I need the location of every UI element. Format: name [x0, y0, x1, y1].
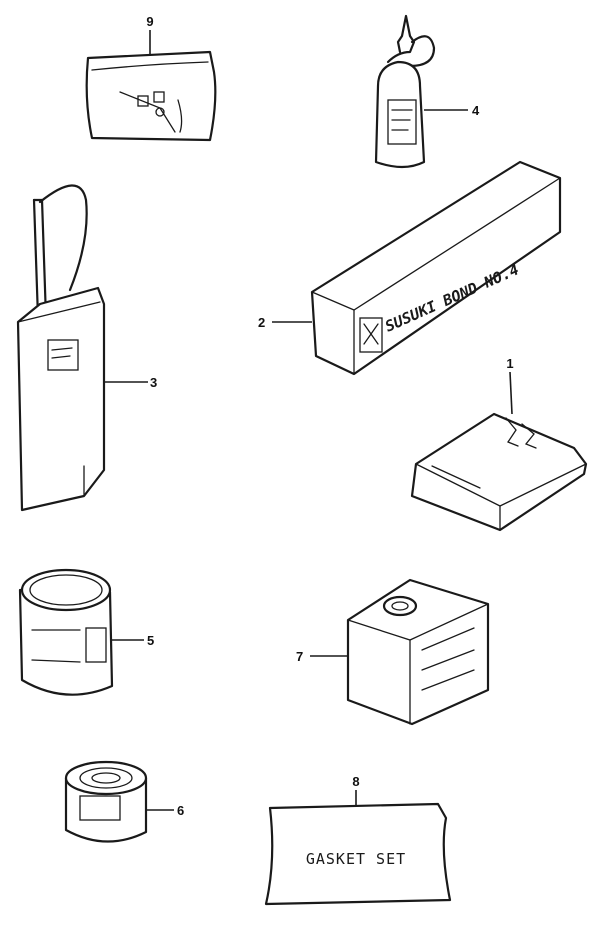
callout-7: 7	[296, 649, 303, 664]
part-6-tin	[64, 760, 148, 843]
callout-8: 8	[352, 774, 359, 789]
part-5-can	[18, 568, 114, 696]
callout-4: 4	[472, 103, 480, 118]
callout-1: 1	[506, 356, 513, 371]
part-1-small-box	[410, 412, 588, 532]
callout-2: 2	[258, 315, 265, 330]
callout-5: 5	[147, 633, 154, 648]
gasket-label: GASKET SET	[306, 850, 406, 868]
part-3-tube	[16, 184, 106, 512]
leader-1	[509, 371, 513, 415]
callout-3: 3	[150, 375, 157, 390]
part-9-pouch	[85, 50, 217, 142]
callout-9: 9	[146, 14, 153, 29]
part-2-bond-box	[310, 160, 562, 376]
part-7-square-can	[346, 578, 490, 726]
callout-6: 6	[177, 803, 184, 818]
part-4-bottle	[374, 14, 436, 169]
part-8-gasket-set	[264, 802, 452, 906]
